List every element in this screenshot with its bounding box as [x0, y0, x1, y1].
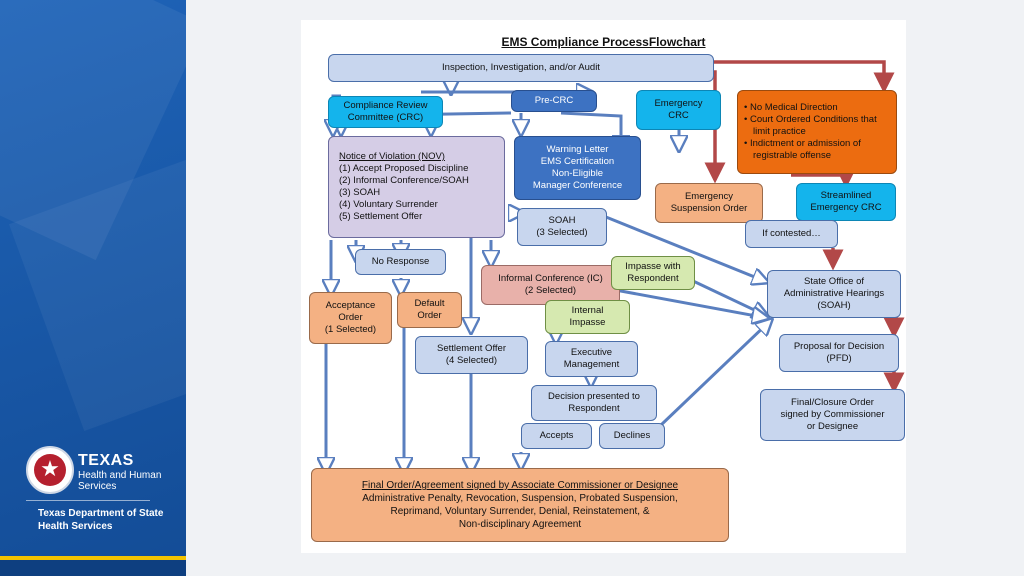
logo-hhs-line1: Health and Human: [78, 470, 162, 481]
state-office-box: State Office of Administrative Hearings …: [767, 270, 901, 318]
acceptance-order-box: Acceptance Order (1 Selected): [309, 292, 392, 344]
final-order-line: Non-disciplinary Agreement: [458, 519, 582, 530]
warning-line: Manager Conference: [532, 180, 623, 191]
star-icon: ★: [40, 456, 60, 481]
sidebar-brand-panel: ★ TEXAS Health and Human Services Texas …: [0, 0, 186, 576]
ao-line3: (1 Selected): [324, 324, 377, 335]
pfd-box: Proposal for Decision (PFD): [779, 334, 899, 372]
pfd-line1: Proposal for Decision: [793, 341, 885, 352]
impasse-line1: Impasse with: [625, 261, 681, 272]
streamlined-box: Streamlined Emergency CRC: [796, 183, 896, 221]
so-line2: Administrative Hearings: [783, 288, 885, 299]
settlement-offer-box: Settlement Offer (4 Selected): [415, 336, 528, 374]
pfd-line2: (PFD): [826, 353, 852, 364]
streamlined-line1: Streamlined: [820, 190, 872, 201]
criteria-item: • No Medical Direction: [744, 102, 838, 113]
dshs-line1: Texas Department of State: [38, 508, 164, 519]
criteria-item: • Indictment or admission of registrable…: [744, 138, 861, 161]
dp-line1: Decision presented to: [548, 391, 640, 402]
pre-crc-box: Pre-CRC: [511, 90, 597, 112]
nov-item: (2) Informal Conference/SOAH: [339, 175, 469, 186]
final-order-box: Final Order/Agreement signed by Associat…: [311, 468, 729, 542]
impasse-respondent-box: Impasse with Respondent: [611, 256, 695, 290]
if-contested-box: If contested…: [745, 220, 838, 248]
so2-line1: Settlement Offer: [437, 343, 506, 354]
dshs-line2: Health Services: [38, 521, 113, 532]
gold-stripe: [0, 556, 186, 560]
crc-line2: Committee (CRC): [347, 112, 424, 123]
warning-line: Warning Letter: [546, 144, 609, 155]
soah-selected-box: SOAH (3 Selected): [517, 208, 607, 246]
criteria-item: • Court Ordered Conditions that limit pr…: [744, 114, 877, 137]
texas-seal-logo: ★: [26, 446, 74, 494]
emergency-crc-line1: Emergency: [654, 98, 703, 109]
so2-line2: (4 Selected): [445, 355, 498, 366]
nov-item: (5) Settlement Offer: [339, 211, 423, 222]
logo-divider: [26, 500, 150, 501]
internal-impasse-box: Internal Impasse: [545, 300, 630, 334]
ao-line1: Acceptance: [325, 300, 376, 311]
logo-hhs-line2: Services: [78, 481, 117, 492]
accepts-box: Accepts: [521, 423, 592, 449]
ii-line2: Impasse: [569, 317, 606, 328]
do-line2: Order: [417, 310, 442, 321]
fc-line1: Final/Closure Order: [791, 397, 874, 408]
default-order-box: Default Order: [397, 292, 462, 328]
soah-sel-line2: (3 Selected): [536, 227, 588, 238]
flowchart-canvas: EMS Compliance ProcessFlowchart Inspecti…: [301, 20, 906, 553]
inspection-box: Inspection, Investigation, and/or Audit: [328, 54, 714, 82]
warning-letter-box: Warning Letter EMS Certification Non-Eli…: [514, 136, 641, 200]
flowchart-title: EMS Compliance ProcessFlowchart: [501, 35, 706, 49]
em-line1: Executive: [570, 347, 613, 358]
executive-management-box: Executive Management: [545, 341, 638, 377]
nov-item: (1) Accept Proposed Discipline: [339, 163, 469, 174]
do-line1: Default: [414, 298, 445, 309]
em-line2: Management: [563, 359, 620, 370]
ic-line1: Informal Conference (IC): [498, 273, 603, 284]
so-line3: (SOAH): [817, 300, 851, 311]
final-order-line: Reprimand, Voluntary Surrender, Denial, …: [390, 506, 650, 517]
crc-line1: Compliance Review: [343, 100, 428, 111]
es-line1: Emergency: [684, 191, 734, 202]
emergency-crc-line2: CRC: [668, 110, 689, 121]
ii-line1: Internal: [571, 305, 604, 316]
soah-sel-line1: SOAH: [548, 215, 576, 226]
es-line2: Suspension Order: [670, 203, 748, 214]
warning-line: EMS Certification: [540, 156, 615, 167]
decision-presented-box: Decision presented to Respondent: [531, 385, 657, 421]
declines-box: Declines: [599, 423, 665, 449]
warning-line: Non-Eligible: [551, 168, 604, 179]
ic-line2: (2 Selected): [524, 285, 577, 296]
emergency-suspension-box: Emergency Suspension Order: [655, 183, 763, 223]
ao-line2: Order: [338, 312, 363, 323]
emergency-crc-box: Emergency CRC: [636, 90, 721, 130]
fc-line2: signed by Commissioner: [780, 409, 885, 420]
no-response-box: No Response: [355, 249, 446, 275]
streamlined-line2: Emergency CRC: [810, 202, 882, 213]
crc-box: Compliance Review Committee (CRC): [328, 96, 443, 128]
nov-item: (4) Voluntary Surrender: [339, 199, 438, 210]
nov-box: Notice of Violation (NOV) (1) Accept Pro…: [328, 136, 505, 238]
logo-texas-text: TEXAS: [78, 452, 134, 469]
impasse-line2: Respondent: [627, 273, 679, 284]
seal-inner: [34, 454, 66, 486]
fc-line3: or Designee: [806, 421, 859, 432]
final-order-title: Final Order/Agreement signed by Associat…: [361, 480, 679, 491]
navy-footer-bar: [0, 560, 186, 576]
so-line1: State Office of: [803, 276, 865, 287]
informal-conference-box: Informal Conference (IC) (2 Selected): [481, 265, 620, 305]
final-order-line: Administrative Penalty, Revocation, Susp…: [362, 493, 678, 504]
final-closure-box: Final/Closure Order signed by Commission…: [760, 389, 905, 441]
nov-title: Notice of Violation (NOV): [339, 151, 445, 162]
nov-item: (3) SOAH: [339, 187, 381, 198]
criteria-box: • No Medical Direction • Court Ordered C…: [737, 90, 897, 174]
dp-line2: Respondent: [568, 403, 620, 414]
